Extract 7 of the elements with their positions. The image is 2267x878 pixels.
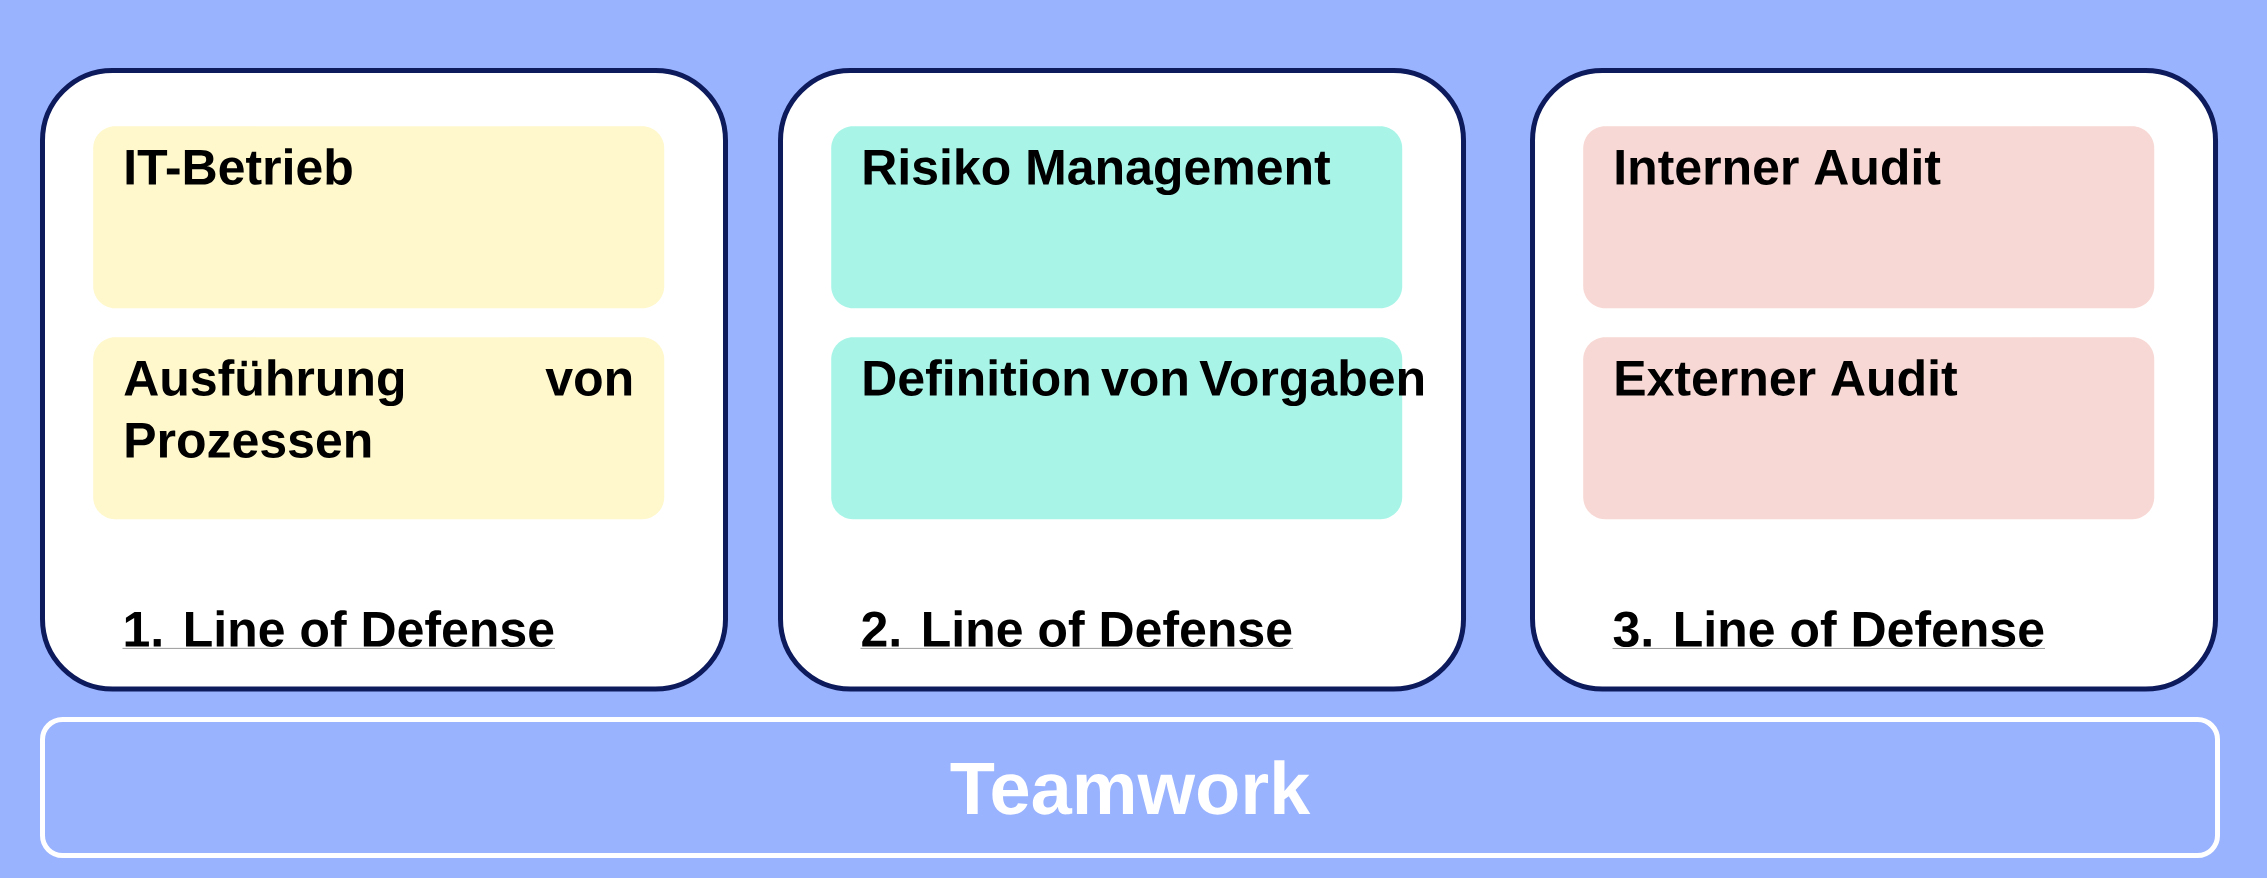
- task-box: Risiko Management: [831, 126, 1403, 309]
- task-box: Definition von Vorgaben: [831, 337, 1423, 520]
- task-box: Ausführung von Prozessen: [93, 337, 665, 520]
- task-box: Interner Audit: [1583, 126, 2155, 309]
- task-box: IT-Betrieb: [93, 126, 665, 309]
- task-box: Externer Audit: [1583, 337, 2155, 520]
- teamwork-band: Teamwork: [40, 717, 2221, 858]
